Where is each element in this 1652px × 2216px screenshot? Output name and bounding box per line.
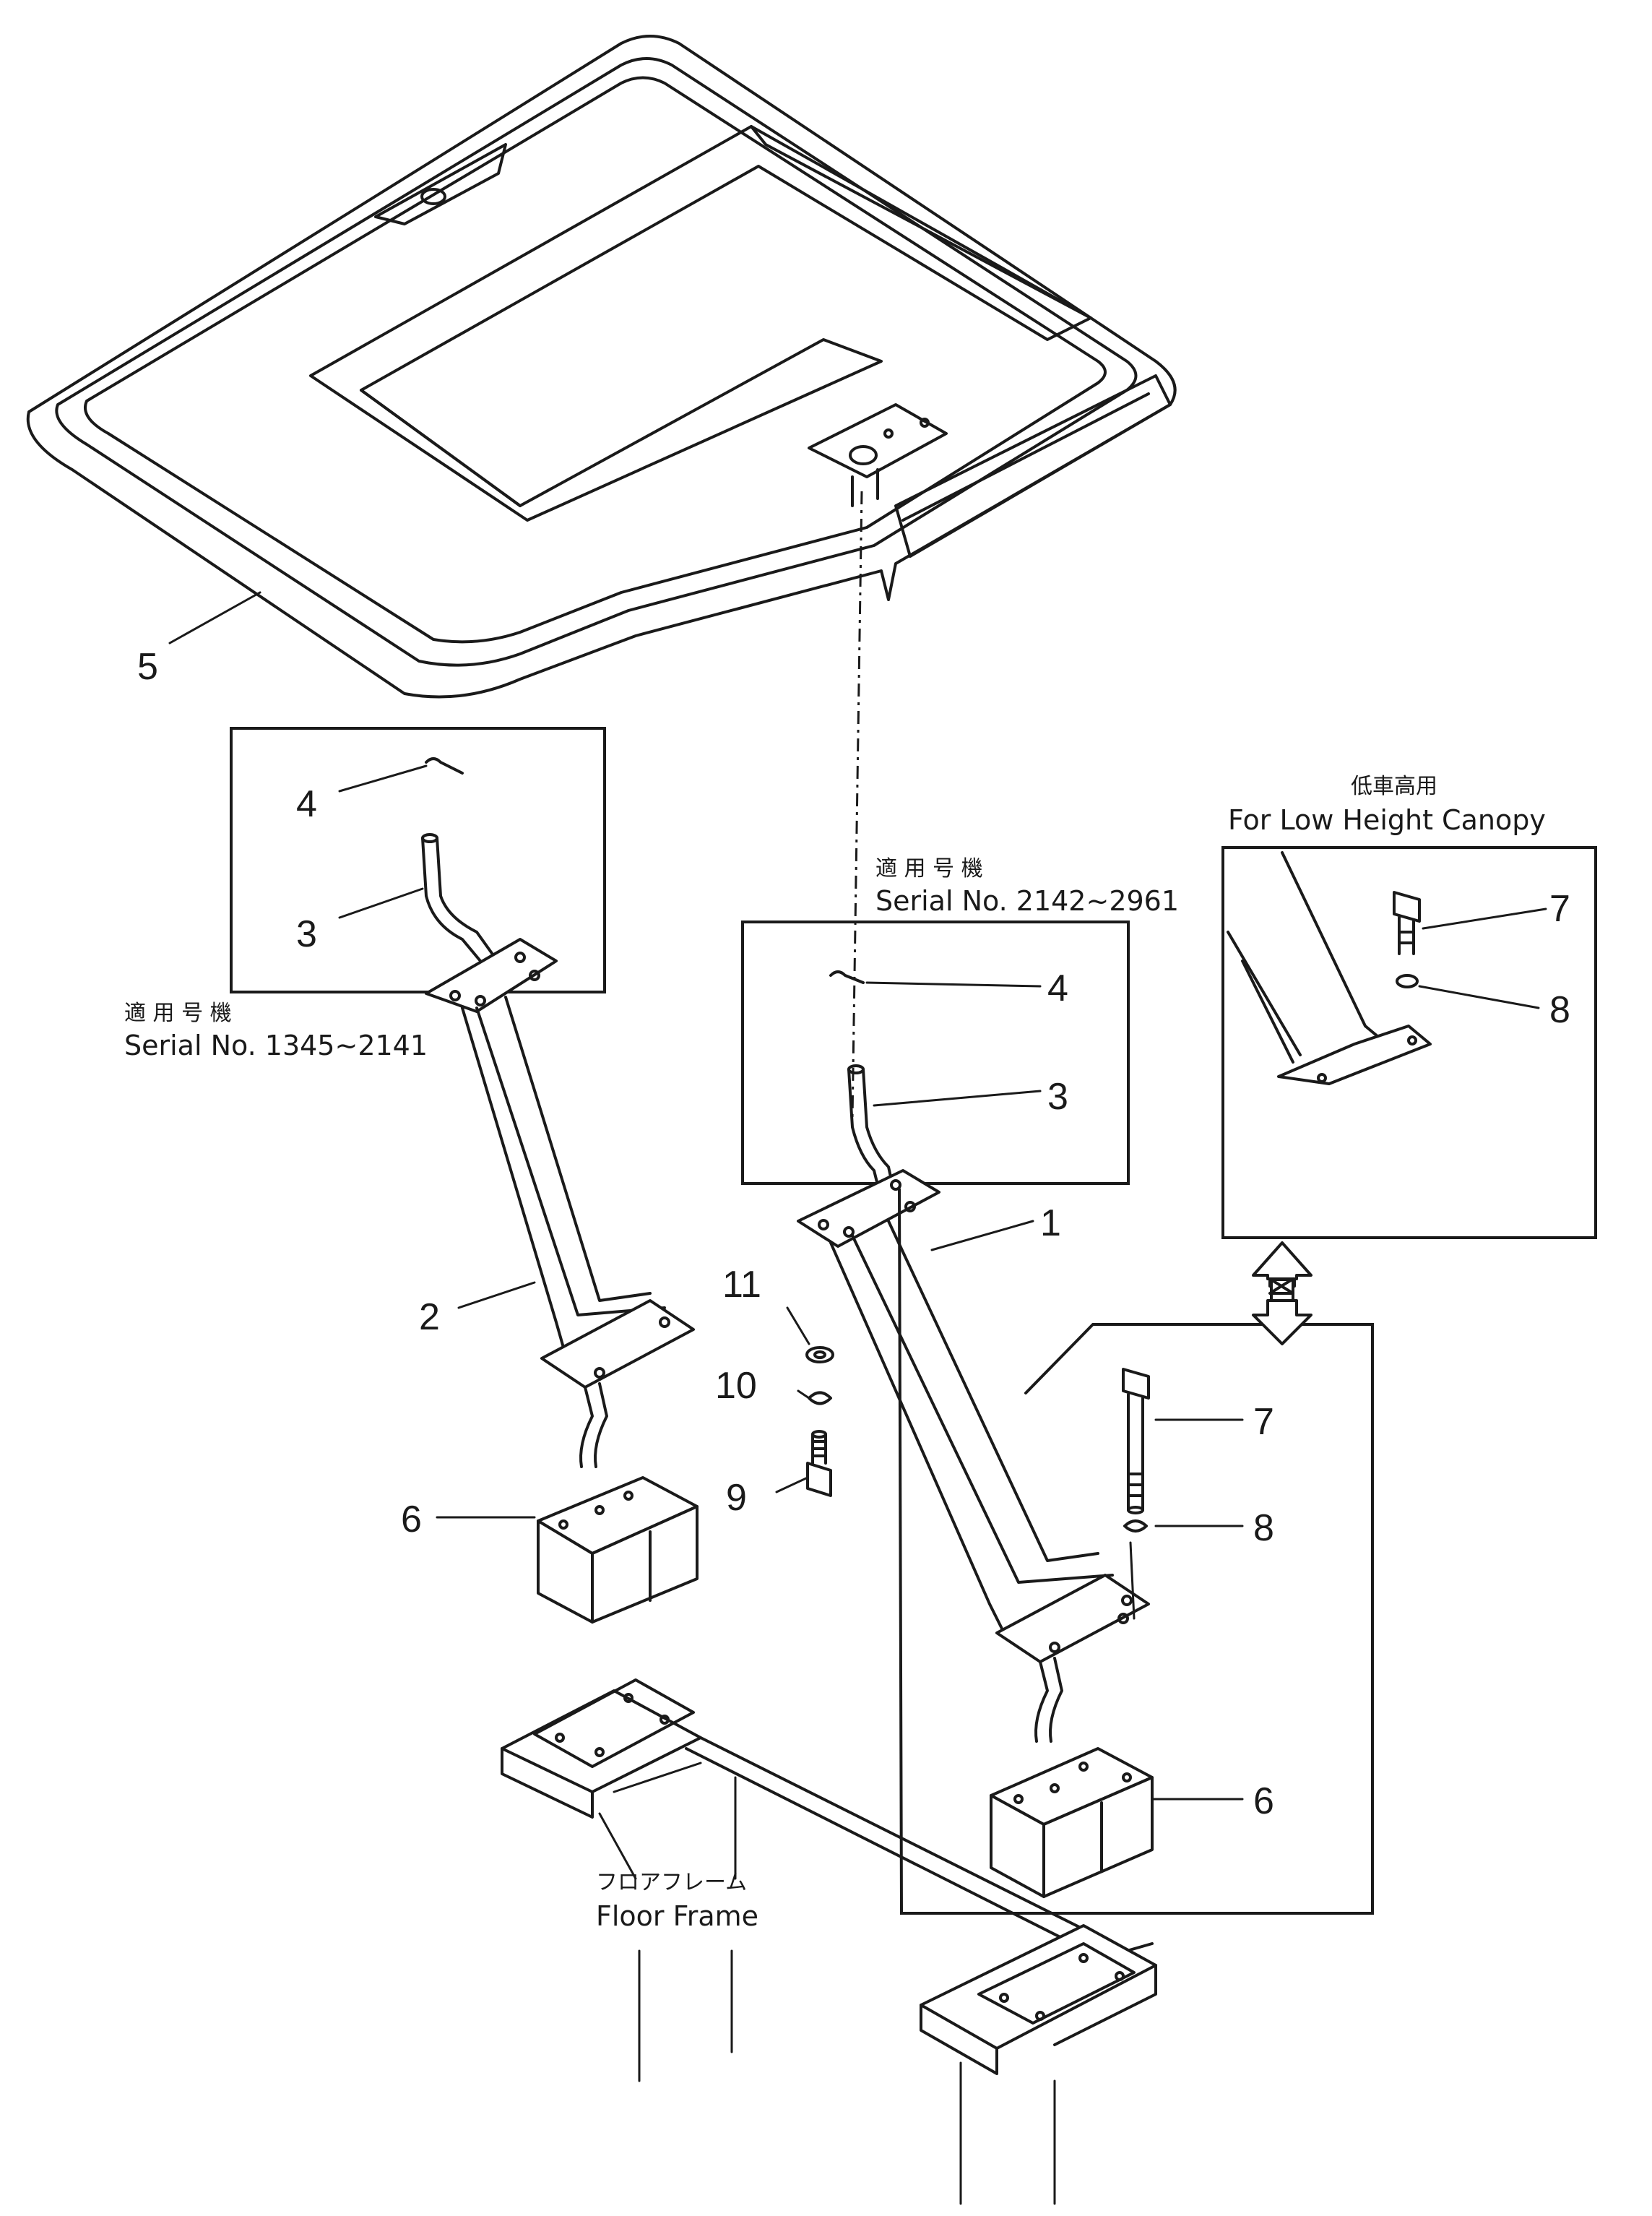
callout-6-right: 6 — [1253, 1780, 1274, 1822]
callout-7-inset: 7 — [1549, 888, 1570, 930]
canopy-roof — [26, 35, 1177, 699]
callout-10: 10 — [715, 1365, 757, 1407]
callout-5: 5 — [137, 646, 158, 688]
callout-3-left: 3 — [296, 913, 317, 955]
serial-left-label: Serial No. 1345~2141 — [124, 1030, 428, 1061]
serial-box-left — [230, 727, 606, 993]
double-arrow — [1252, 1241, 1312, 1345]
callout-11: 11 — [722, 1264, 761, 1306]
callout-7-main: 7 — [1253, 1401, 1274, 1443]
callout-3-mid: 3 — [1047, 1076, 1068, 1118]
stud-part-3-left — [421, 837, 482, 984]
washer-part-8-inset — [1396, 974, 1419, 988]
washer-part-8-main — [1123, 1519, 1148, 1532]
floor-frame-jp: フロアフレーム — [596, 1870, 747, 1895]
bolt-part-7-main — [1122, 1368, 1150, 1514]
floor-frame-label: Floor Frame — [596, 1900, 758, 1932]
serial-box-mid — [741, 921, 1130, 1185]
damper-part-6-right — [990, 1747, 1154, 1898]
low-height-jp: 低車高用 — [1351, 774, 1437, 799]
callout-6-left: 6 — [401, 1499, 422, 1540]
clip-part-4-mid — [829, 970, 865, 984]
stud-part-3-mid — [847, 1068, 883, 1201]
callout-1: 1 — [1040, 1202, 1061, 1244]
callout-8-main: 8 — [1253, 1507, 1274, 1549]
callout-8-inset: 8 — [1549, 989, 1570, 1031]
post-part-1 — [797, 1169, 1150, 1743]
lockwasher-part-10 — [808, 1391, 832, 1405]
callout-4-left: 4 — [296, 783, 317, 825]
floor-frame — [501, 1678, 1157, 2205]
bolt-part-7-inset — [1393, 891, 1421, 955]
serial-left-jp: 適 用 号 機 — [124, 1001, 232, 1026]
damper-part-6-left — [537, 1476, 699, 1624]
post-part-2 — [425, 938, 695, 1468]
serial-mid-jp: 適 用 号 機 — [875, 856, 983, 881]
alignment-line — [851, 491, 863, 1121]
leader-lines — [168, 591, 1547, 1801]
callout-2: 2 — [419, 1296, 440, 1338]
callout-9: 9 — [726, 1477, 747, 1519]
bolt-part-9 — [806, 1430, 832, 1497]
low-height-inset — [1221, 846, 1597, 1239]
serial-mid-label: Serial No. 2142~2961 — [875, 885, 1179, 917]
low-height-label: For Low Height Canopy — [1228, 804, 1546, 836]
washer-part-11 — [805, 1346, 834, 1363]
clip-part-4-left — [425, 757, 464, 775]
callout-4-mid: 4 — [1047, 967, 1068, 1009]
